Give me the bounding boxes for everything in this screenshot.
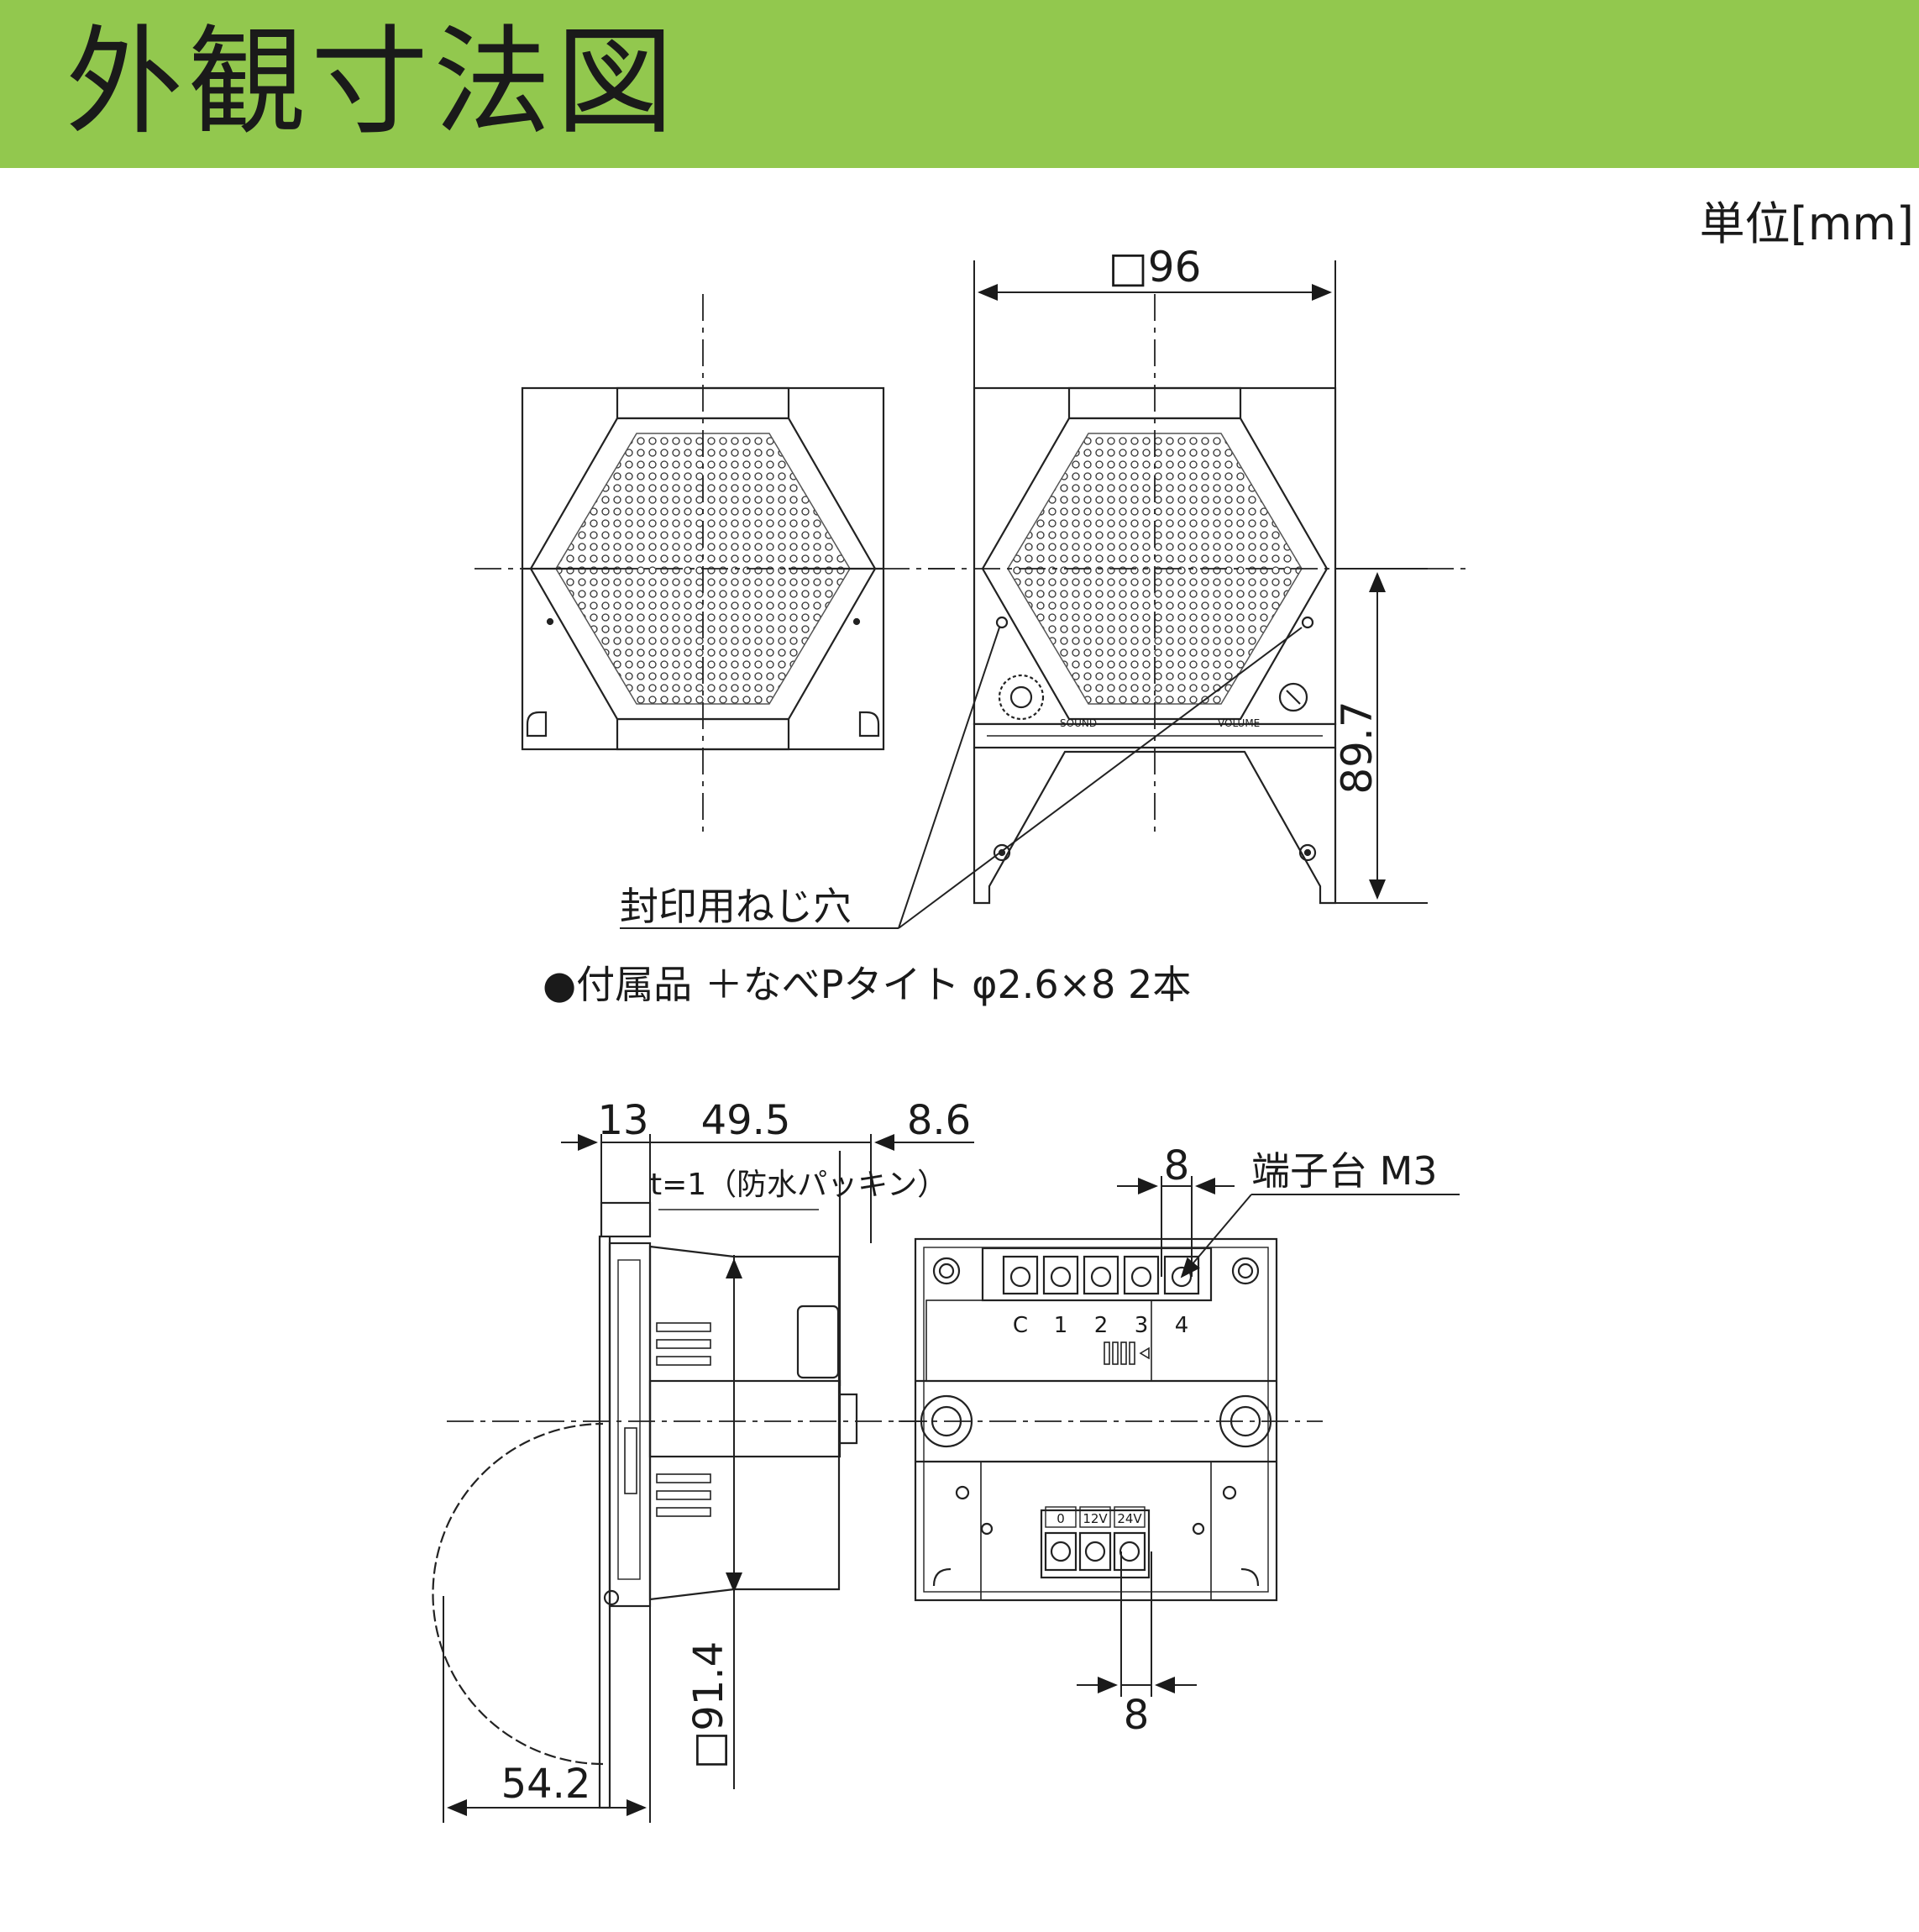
dim-side-top — [561, 1134, 974, 1243]
accessory-note: ●付属品 ＋なべPタイト φ2.6×8 2本 — [543, 962, 1191, 1007]
terminal-block-label: 端子台 M3 — [1251, 1148, 1438, 1194]
centerlines-left — [475, 294, 957, 836]
sound-knob-label: SOUND — [1060, 717, 1097, 729]
terminal-label-3: 3 — [1135, 1313, 1149, 1338]
dim-width-96 — [973, 260, 1336, 388]
dim-54-2-label: 54.2 — [501, 1761, 591, 1808]
dim-13: 13 — [597, 1097, 648, 1144]
seal-hole-leaders — [620, 627, 1303, 929]
dim-top-pitch-label: 8 — [1164, 1142, 1190, 1189]
power-label-0: 0 — [1056, 1511, 1065, 1526]
dim-top-pitch — [1117, 1176, 1460, 1278]
terminal-label-4: 4 — [1175, 1313, 1189, 1338]
terminal-label-2: 2 — [1094, 1313, 1109, 1338]
dim-bottom-pitch — [1077, 1551, 1197, 1697]
side-view — [432, 1151, 858, 1809]
dim-49-5: 49.5 — [701, 1097, 791, 1144]
dim-height-label: 89.7 — [1333, 701, 1382, 794]
dim-54-2 — [443, 1596, 651, 1823]
dim-bottom-pitch-label: 8 — [1124, 1692, 1150, 1739]
terminal-label-c: C — [1013, 1313, 1028, 1338]
unit-label: 単位[mm] — [1699, 197, 1914, 250]
dim-8-6: 8.6 — [907, 1097, 971, 1144]
page-title: 外観寸法図 — [66, 14, 679, 151]
volume-knob-label: VOLUME — [1218, 717, 1260, 729]
dim-height-89-7 — [1335, 568, 1428, 904]
dim-width-label: □96 — [1109, 243, 1202, 291]
packing-label: t=1（防水パッキン） — [650, 1168, 947, 1202]
terminal-label-1: 1 — [1054, 1313, 1068, 1338]
title-bar: 外観寸法図 — [0, 0, 1919, 168]
dim-91-4-label: □91.4 — [685, 1641, 732, 1769]
power-label-24v: 24V — [1117, 1511, 1142, 1526]
seal-screw-hole-label: 封印用ねじ穴 — [620, 884, 852, 929]
rear-view — [914, 1237, 1278, 1602]
power-label-12v: 12V — [1083, 1511, 1108, 1526]
